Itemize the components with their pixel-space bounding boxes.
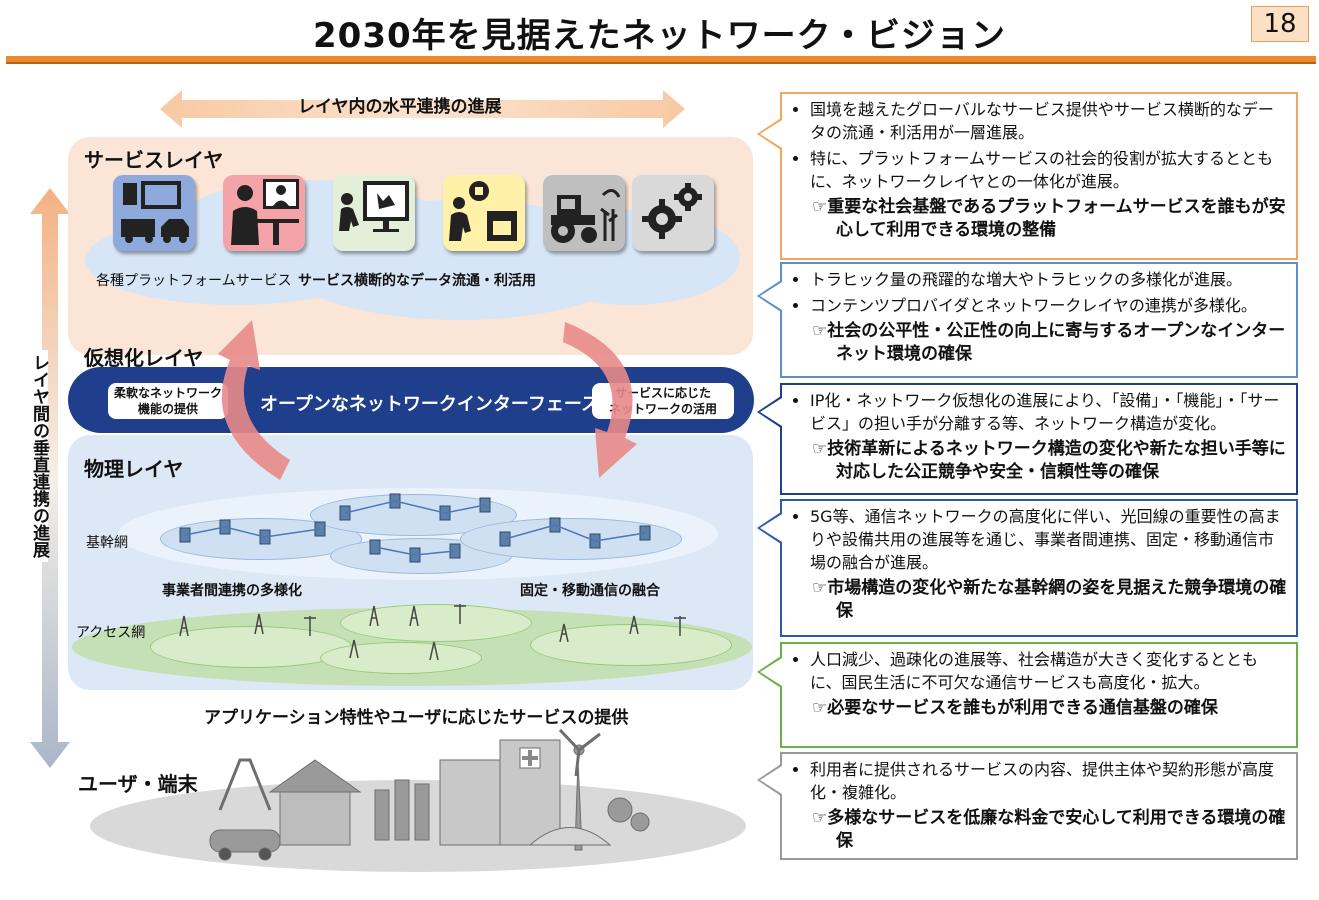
app-caption: アプリケーション特性やユーザに応じたサービスの提供 — [204, 708, 629, 728]
title-rule — [6, 56, 1316, 64]
user-city-illustration — [209, 728, 650, 861]
conclusion-text: 必要なサービスを誰もが利用できる通信基盤の確保 — [827, 698, 1218, 718]
page-title: 2030年を見据えたネットワーク・ビジョン — [313, 16, 1006, 56]
access-ring — [320, 642, 482, 674]
delivery-icon — [443, 175, 525, 251]
panel-bullet: 5G等、通信ネットワークの高度化に伴い、光回線の重要性の高まりや設備共用の進展等… — [810, 505, 1288, 574]
conclusion-text: 市場構造の変化や新たな基幹網の姿を見据えた競争環境の確保 — [827, 578, 1287, 621]
pointing-hand-icon: ☞ — [812, 578, 828, 598]
backbone-servers — [179, 493, 651, 563]
conclusion-text: 技術革新によるネットワーク構造の変化や新たな担い手等に対応した公正競争や安全・信… — [827, 439, 1286, 482]
user-layer-title: ユーザ・端末 — [78, 772, 198, 796]
pointing-hand-icon: ☞ — [812, 808, 828, 828]
conclusion-text: 重要な社会基盤であるプラットフォームサービスを誰もが安心して利用できる環境の整備 — [827, 197, 1286, 240]
panel-user-protection: 利用者に提供されるサービスの内容、提供主体や契約形態が高度化・複雑化。 ☞多様な… — [780, 752, 1298, 860]
panel-pointer-fill — [760, 398, 782, 426]
panel-open-internet: トラヒック量の飛躍的な増大やトラヒックの多様化が進展。 コンテンツプロバイダとネ… — [780, 262, 1298, 378]
platform-vehicles-icon — [113, 175, 195, 251]
conclusion-text: 社会の公平性・公正性の向上に寄与するオープンなインターネット環境の確保 — [827, 321, 1286, 364]
vertical-arrow — [30, 188, 70, 768]
gears-icon — [632, 175, 714, 251]
access-ring — [150, 626, 352, 668]
panel-pointer-fill — [760, 282, 782, 310]
panel-conclusion: ☞多様なサービスを低廉な料金で安心して利用できる環境の確保 — [806, 807, 1296, 853]
pointing-hand-icon: ☞ — [812, 321, 828, 341]
vertical-arrow-label: レイヤ間の垂直連携の進展 — [26, 350, 49, 562]
panel-pointer-fill — [760, 120, 782, 148]
panel-conclusion: ☞必要なサービスを誰もが利用できる通信基盤の確保 — [806, 697, 1296, 720]
horizontal-arrow-label: レイヤ内の水平連携の進展 — [298, 97, 502, 117]
caption-data-circulation: サービス横断的なデータ流通・利活用 — [298, 273, 536, 289]
virtual-layer-title: 仮想化レイヤ — [84, 346, 204, 370]
panel-pointer-fill — [760, 658, 782, 686]
backbone-label: 基幹網 — [86, 535, 128, 551]
pointing-hand-icon: ☞ — [812, 439, 828, 459]
panel-pointer-fill — [760, 514, 782, 542]
caption-platform-services: 各種プラットフォームサービス — [96, 273, 292, 289]
panel-conclusion: ☞重要な社会基盤であるプラットフォームサービスを誰もが安心して利用できる環境の整… — [806, 196, 1296, 242]
panel-conclusion: ☞社会の公平性・公正性の向上に寄与するオープンなインターネット環境の確保 — [806, 320, 1296, 366]
interface-label: オープンなネットワークインターフェース — [260, 394, 599, 415]
physical-layer-title: 物理レイヤ — [84, 457, 184, 481]
backbone-ring — [330, 538, 512, 574]
curved-arrow-up — [218, 320, 290, 480]
access-ring — [340, 604, 532, 642]
caption-fixed-mobile: 固定・移動通信の融合 — [520, 583, 660, 599]
panel-pointer-fill — [760, 766, 782, 794]
panel-conclusion: ☞技術革新によるネットワーク構造の変化や新たな担い手等に対応した公正競争や安全・… — [806, 438, 1296, 484]
panel-bullet: 人口減少、過疎化の進展等、社会構造が大きく変化するとともに、国民生活に不可欠な通… — [810, 648, 1288, 694]
panel-conclusion: ☞市場構造の変化や新たな基幹網の姿を見据えた競争環境の確保 — [806, 577, 1296, 623]
panel-bullet: 国境を越えたグローバルなサービス提供やサービス横断的なデータの流通・利活用が一層… — [810, 98, 1288, 144]
panel-bullet: 特に、プラットフォームサービスの社会的役割が拡大するとともに、ネットワークレイヤ… — [810, 147, 1288, 193]
access-towers — [179, 604, 686, 661]
page-number: 18 — [1251, 6, 1309, 42]
pointing-hand-icon: ☞ — [812, 197, 828, 217]
pointing-hand-icon: ☞ — [812, 698, 828, 718]
panel-bullet: 利用者に提供されるサービスの内容、提供主体や契約形態が高度化・複雑化。 — [810, 758, 1288, 804]
panel-service-platform: 国境を越えたグローバルなサービス提供やサービス横断的なデータの流通・利活用が一層… — [780, 92, 1298, 260]
panel-market-structure: 5G等、通信ネットワークの高度化に伴い、光回線の重要性の高まりや設備共用の進展等… — [780, 499, 1298, 637]
service-layer-title: サービスレイヤ — [84, 148, 224, 172]
panel-bullet: IP化・ネットワーク仮想化の進展により、「設備」・「機能」・「サービス」の担い手… — [810, 389, 1288, 435]
tractor-farm-icon — [543, 175, 625, 251]
panel-bullet: コンテンツプロバイダとネットワークレイヤの連携が多様化。 — [810, 294, 1288, 317]
access-label: アクセス網 — [76, 625, 146, 641]
conclusion-text: 多様なサービスを低廉な料金で安心して利用できる環境の確保 — [827, 808, 1286, 851]
caption-multi-operator: 事業者間連携の多様化 — [162, 583, 302, 599]
curved-arrow-down — [563, 322, 637, 478]
panel-universal-service: 人口減少、過疎化の進展等、社会構造が大きく変化するとともに、国民生活に不可欠な通… — [780, 642, 1298, 748]
panel-bullet: トラヒック量の飛躍的な増大やトラヒックの多様化が進展。 — [810, 268, 1288, 291]
video-viewer-icon — [333, 175, 415, 251]
consultation-icon — [223, 175, 305, 251]
flexible-function-pill: 柔軟なネットワーク 機能の提供 — [108, 383, 228, 419]
panel-network-structure: IP化・ネットワーク仮想化の進展により、「設備」・「機能」・「サービス」の担い手… — [780, 383, 1298, 495]
horizontal-arrow — [160, 90, 685, 128]
